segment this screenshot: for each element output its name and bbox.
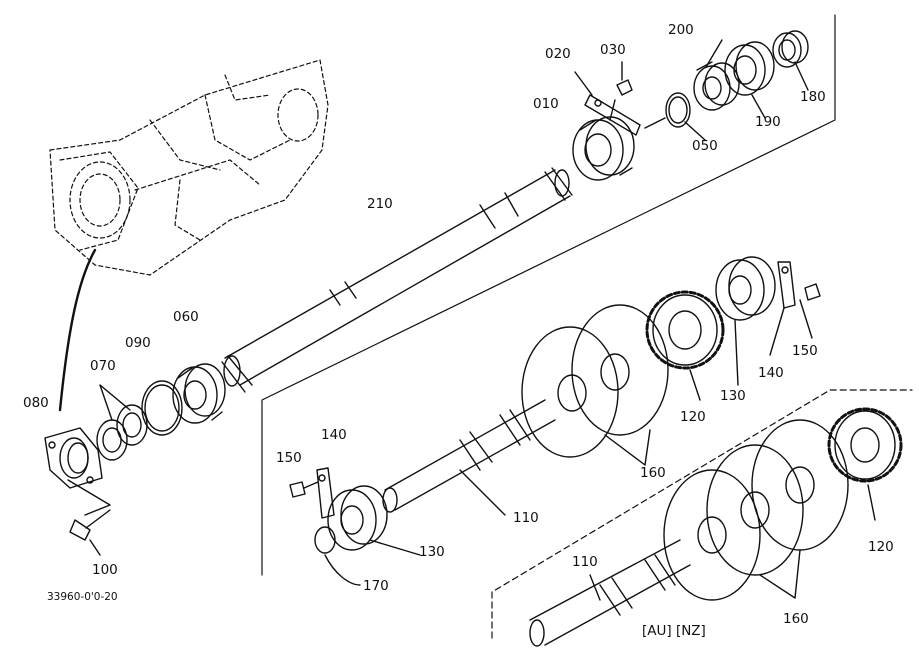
callout-110-upper: 110 [513, 510, 539, 526]
callout-160-upper: 160 [640, 465, 666, 481]
callout-100: 100 [92, 562, 118, 578]
callout-130-lower: 130 [419, 544, 445, 560]
bolt-150-upper [799, 283, 821, 339]
callout-070: 070 [90, 358, 116, 374]
callout-210: 210 [367, 196, 393, 212]
hub-180 [772, 30, 809, 91]
callout-140-upper: 140 [758, 365, 784, 381]
callout-030: 030 [600, 42, 626, 58]
transmission-case [49, 59, 329, 276]
callout-150-upper: 150 [792, 343, 818, 359]
callout-150-lower: 150 [276, 450, 302, 466]
shaft-110-upper [382, 399, 556, 516]
callout-140-lower: 140 [321, 427, 347, 443]
discs-160-lower [663, 419, 849, 601]
callout-170: 170 [363, 578, 389, 594]
callout-120-upper: 120 [680, 409, 706, 425]
flange-080 [44, 427, 111, 516]
group-border-main [261, 14, 836, 576]
case-leader [58, 248, 97, 412]
gear-120-upper [645, 290, 725, 401]
callout-130-upper: 130 [720, 388, 746, 404]
bolt-150-lower [289, 481, 319, 498]
callout-190: 190 [755, 114, 781, 130]
ring-090 [141, 380, 183, 436]
sleeve-190 [724, 41, 775, 119]
gear-120-lower [827, 407, 903, 521]
plate-020 [574, 71, 641, 136]
drawing-code: 33960-0'0-20 [47, 591, 118, 603]
bolt-030 [609, 61, 633, 121]
callout-110-lower: 110 [572, 554, 598, 570]
region-note: [AU] [NZ] [642, 623, 706, 639]
group-border-au-nz [491, 389, 913, 639]
snap-ring-050 [644, 92, 706, 141]
bearing-130-lower [327, 485, 421, 556]
seals-070 [96, 384, 148, 461]
discs-160-upper [521, 304, 669, 466]
callout-090: 090 [125, 335, 151, 351]
callout-120-lower: 120 [868, 539, 894, 555]
bolt-100 [69, 509, 111, 556]
main-shaft-210 [221, 167, 573, 393]
gear-200 [693, 39, 740, 111]
bearing-130-upper [715, 256, 776, 386]
callout-160-lower: 160 [783, 611, 809, 627]
callout-200: 200 [668, 22, 694, 38]
bearing-060 [172, 363, 226, 424]
snap-ring-170 [314, 526, 361, 586]
plate-140-upper [769, 261, 796, 356]
callout-080: 080 [23, 395, 49, 411]
callout-050: 050 [692, 138, 718, 154]
shaft-110-lower [529, 539, 691, 647]
plate-140-lower [316, 467, 335, 519]
callout-180: 180 [800, 89, 826, 105]
callout-060: 060 [173, 309, 199, 325]
callout-010: 010 [533, 96, 559, 112]
callout-020: 020 [545, 46, 571, 62]
bearing-010 [572, 116, 635, 181]
